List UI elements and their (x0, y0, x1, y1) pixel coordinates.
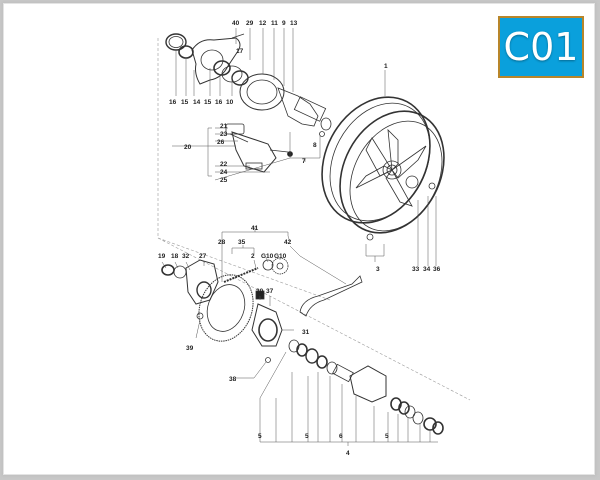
callout: 3 (376, 266, 380, 273)
callout: 36 (433, 266, 441, 273)
callout: 11 (271, 20, 278, 27)
callout: 16 (169, 99, 177, 106)
callout: 25 (220, 177, 228, 184)
callout: 19 (158, 253, 166, 260)
callout: 40 (232, 20, 240, 27)
callout: 17 (236, 48, 244, 55)
callout: 37 (266, 288, 274, 295)
callout: 16 (215, 99, 223, 106)
callout: 34 (423, 266, 431, 273)
callout: 8 (313, 142, 317, 149)
callout: 29 (246, 20, 254, 27)
callout: 38 (229, 376, 237, 383)
callout: 18 (171, 253, 179, 260)
callout: 2 (251, 253, 255, 260)
callout: 41 (251, 225, 259, 232)
callout: 20 (184, 144, 192, 151)
callout: 13 (290, 20, 298, 27)
callout: 6 (339, 433, 343, 440)
callout: G10 (261, 253, 274, 260)
section-code: C01 (503, 25, 579, 69)
section-code-badge: C01 (498, 16, 584, 78)
callout: 30 (256, 288, 264, 295)
callout: 27 (199, 253, 207, 260)
callout: 22 (220, 161, 228, 168)
callout: 12 (259, 20, 267, 27)
callout: 5 (258, 433, 262, 440)
callout: 4 (346, 450, 350, 457)
callout: 39 (186, 345, 194, 352)
callout: 33 (412, 266, 420, 273)
callout: 26 (217, 139, 225, 146)
callout: G10 (274, 253, 287, 260)
callout: 24 (220, 169, 228, 176)
callout: 35 (238, 239, 246, 246)
callout: 15 (204, 99, 212, 106)
callout: 31 (302, 329, 310, 336)
callout: 5 (385, 433, 389, 440)
callout: 10 (226, 99, 234, 106)
callout: 32 (182, 253, 190, 260)
callout: 14 (193, 99, 201, 106)
diagram-frame (4, 4, 594, 474)
callout: 15 (181, 99, 189, 106)
callout: 7 (302, 158, 306, 165)
callout: 28 (218, 239, 226, 246)
callout: 9 (282, 20, 286, 27)
callout: 5 (305, 433, 309, 440)
callout-labels: 40 29 12 11 9 13 17 16 15 14 15 16 10 21… (158, 20, 441, 457)
callout: 42 (284, 239, 292, 246)
callout: 1 (384, 63, 388, 70)
callout: 23 (220, 131, 228, 138)
callout: 21 (220, 123, 228, 130)
